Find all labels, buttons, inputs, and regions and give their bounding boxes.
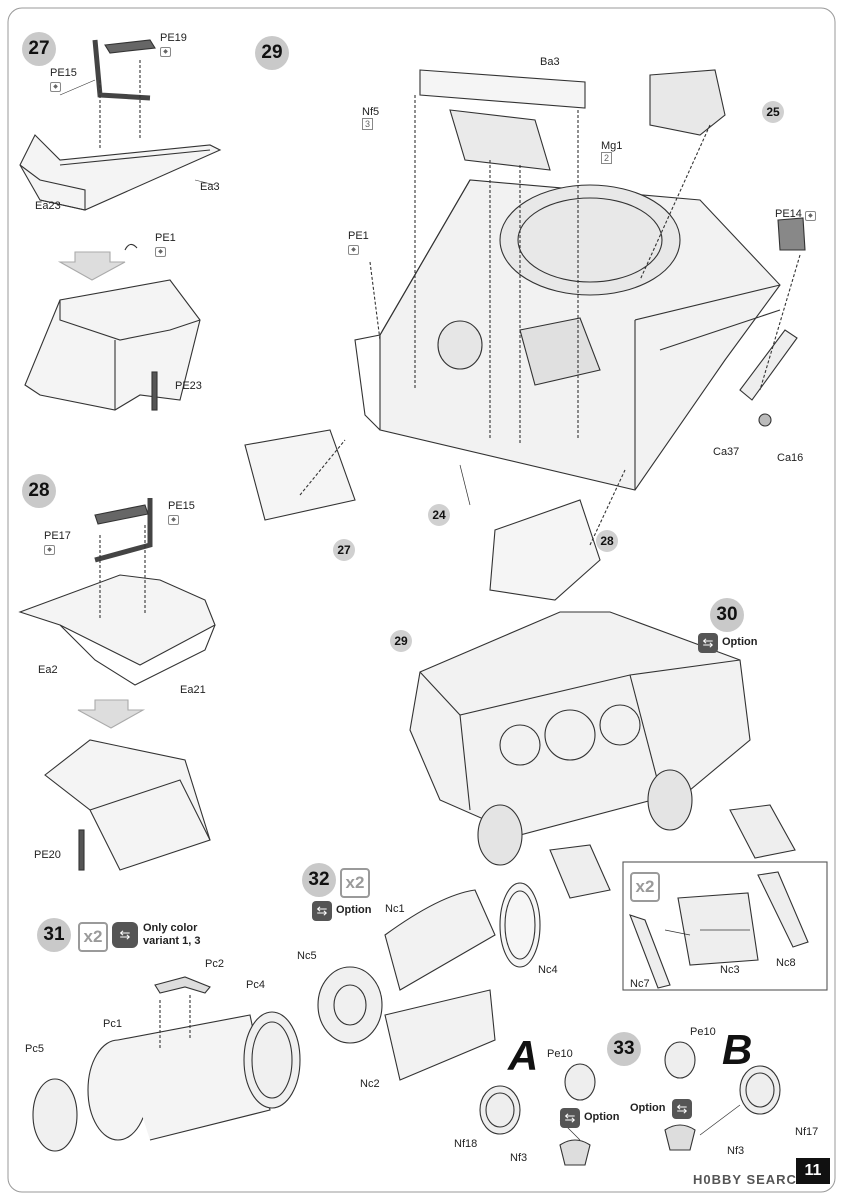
step32-barrel-drawing xyxy=(317,882,541,1081)
part-label-nc3: Nc3 xyxy=(720,964,740,976)
part-label-pe15-27: PE15◆ xyxy=(50,67,77,92)
part-label-ca16: Ca16 xyxy=(777,452,804,464)
part-label-pe10-b: Pe10 xyxy=(690,1026,716,1038)
part-label-nc8: Nc8 xyxy=(776,957,796,969)
step-number-31: 31 xyxy=(37,918,71,952)
page-number: 11 xyxy=(796,1158,830,1184)
part-label-pe1-29: PE1◆ xyxy=(348,230,369,255)
quantity-badge: 3 xyxy=(362,118,374,130)
pe-icon: ◆ xyxy=(155,247,166,257)
pe-icon: ◆ xyxy=(44,545,55,555)
step-number-30: 30 xyxy=(710,598,744,632)
pe-icon: ◆ xyxy=(160,47,171,57)
part-label-nf3-b: Nf3 xyxy=(727,1145,745,1157)
part-label-ea3: Ea3 xyxy=(200,181,220,193)
ref-step-25: 25 xyxy=(762,101,784,123)
part-label-pe1-27: PE1◆ xyxy=(155,232,176,257)
pe-icon: ◆ xyxy=(168,515,179,525)
variant-a-label: A xyxy=(508,1032,539,1079)
part-label-nc2: Nc2 xyxy=(360,1078,380,1090)
part-label-nf18: Nf18 xyxy=(454,1138,478,1150)
step31-drum-drawing xyxy=(32,976,301,1152)
only-color-variant-note: Only color variant 1, 3 xyxy=(143,922,201,947)
part-label-pe20: PE20 xyxy=(34,849,61,861)
step30-rear-hull-drawing xyxy=(409,611,828,991)
step-number-33: 33 xyxy=(607,1032,641,1066)
option-icon-33a: ⇆ xyxy=(560,1108,580,1128)
part-label-pc5: Pc5 xyxy=(25,1043,44,1055)
quantity-badge: 2 xyxy=(601,152,613,164)
option-label-33a: Option xyxy=(584,1111,620,1123)
part-label-pe15-28: PE15◆ xyxy=(168,500,195,525)
multiplier-32: x2 xyxy=(340,868,370,898)
step27-result-drawing xyxy=(24,243,201,411)
arrow-down-27 xyxy=(57,251,126,281)
pe-icon: ◆ xyxy=(804,211,816,221)
step-number-27: 27 xyxy=(22,32,56,66)
part-label-pc4: Pc4 xyxy=(246,979,265,991)
ref-step-29: 29 xyxy=(390,630,412,652)
step-number-29: 29 xyxy=(255,36,289,70)
option-label-32: Option xyxy=(336,904,372,916)
part-label-ea21: Ea21 xyxy=(180,684,206,696)
part-label-pe10-a: Pe10 xyxy=(547,1048,573,1060)
option-icon-31: ⇆ xyxy=(112,922,138,948)
option-icon-30: ⇆ xyxy=(698,633,718,653)
option-icon-33b: ⇆ xyxy=(672,1099,692,1119)
part-label-nf3-a: Nf3 xyxy=(510,1152,528,1164)
part-label-nc5: Nc5 xyxy=(297,950,317,962)
part-label-nc4: Nc4 xyxy=(538,964,558,976)
step-number-32: 32 xyxy=(302,863,336,897)
watermark: H0BBY SEARCH xyxy=(693,1172,808,1187)
ref-step-27: 27 xyxy=(333,539,355,561)
part-label-pe14: PE14 ◆ xyxy=(775,208,816,221)
part-label-nf17: Nf17 xyxy=(795,1126,819,1138)
part-label-ba3: Ba3 xyxy=(540,56,560,68)
step33-headlights-drawing xyxy=(479,1041,781,1166)
option-icon-32: ⇆ xyxy=(312,901,332,921)
ref-step-24: 24 xyxy=(428,504,450,526)
part-label-nc7: Nc7 xyxy=(630,978,650,990)
step27-mudguard-drawing xyxy=(19,39,222,211)
part-label-nc1: Nc1 xyxy=(385,903,405,915)
multiplier-31: x2 xyxy=(78,922,108,952)
step-number-28: 28 xyxy=(22,474,56,508)
step28-mudguard-drawing xyxy=(18,498,216,686)
pe-icon: ◆ xyxy=(50,82,61,92)
option-label-33b: Option xyxy=(630,1102,666,1114)
step29-hull-drawing xyxy=(244,69,806,601)
step28-result-drawing xyxy=(44,739,211,871)
part-label-pe17: PE17◆ xyxy=(44,530,71,555)
part-label-pc1: Pc1 xyxy=(103,1018,122,1030)
part-label-pc2: Pc2 xyxy=(205,958,224,970)
arrow-down-28 xyxy=(77,699,146,729)
part-label-ea2: Ea2 xyxy=(38,664,58,676)
ref-step-28: 28 xyxy=(596,530,618,552)
part-label-ca37: Ca37 xyxy=(713,446,740,458)
multiplier-30: x2 xyxy=(630,872,660,902)
option-label-30: Option xyxy=(722,636,758,648)
variant-b-label: B xyxy=(722,1026,753,1073)
pe-icon: ◆ xyxy=(348,245,359,255)
part-label-ea23: Ea23 xyxy=(35,200,61,212)
part-label-pe19: PE19◆ xyxy=(160,32,187,57)
part-label-pe23: PE23 xyxy=(175,380,202,392)
